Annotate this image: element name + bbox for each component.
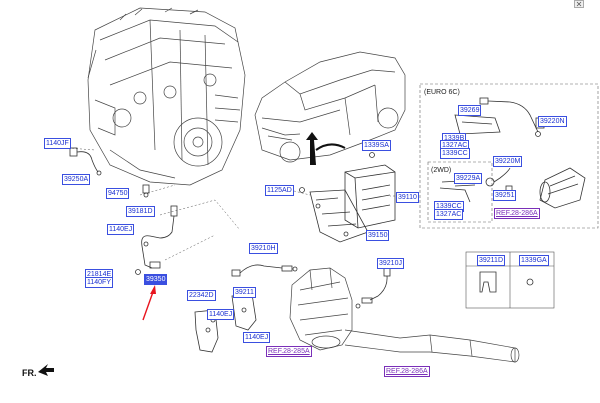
callout-39110[interactable]: 39110	[396, 192, 419, 203]
callout-1327ac-b[interactable]: 1327AC	[434, 209, 464, 220]
heading-euro6c: (EURO 6C)	[424, 89, 460, 96]
bolt-1339ga-thumbnail	[526, 278, 534, 286]
ref-28-286a-euro[interactable]: REF.28-286A	[494, 208, 540, 219]
sensor-39181d-cable	[135, 205, 178, 275]
callout-39350[interactable]: 39350	[144, 274, 168, 285]
callout-39150[interactable]: 39150	[366, 230, 390, 241]
callout-39251[interactable]: 39251	[493, 190, 517, 201]
callout-39250a[interactable]: 39250A	[62, 174, 91, 185]
leader-lines	[67, 147, 395, 261]
callout-1140ej-b[interactable]: 1140EJ	[207, 309, 235, 320]
callout-39181d[interactable]: 39181D	[126, 206, 155, 217]
location-arrow-curve	[315, 143, 346, 151]
oxygen-sensor-39210j	[355, 267, 391, 309]
callout-1140jf[interactable]: 1140JF	[44, 138, 71, 149]
bolt-1125ad	[299, 187, 305, 193]
callout-39229a[interactable]: 39229A	[454, 173, 483, 184]
callout-1125ad[interactable]: 1125AD	[265, 185, 294, 196]
callout-39210j[interactable]: 39210J	[377, 258, 404, 269]
callout-1140fy[interactable]: 1140FY	[85, 277, 113, 288]
callout-39220m[interactable]: 39220M	[493, 156, 523, 167]
callout-39269[interactable]: 39269	[458, 105, 482, 116]
front-arrow-icon	[38, 364, 54, 376]
callout-22342d[interactable]: 22342D	[187, 290, 216, 301]
callout-39211d[interactable]: 39211D	[477, 255, 506, 266]
oxygen-sensor-39210h	[231, 264, 298, 277]
bracket-39211d-thumbnail	[479, 271, 497, 293]
vehicle-illustration	[254, 51, 406, 163]
ref-28-286a[interactable]: REF.28-286A	[384, 366, 430, 377]
twowd-inset-frame	[427, 161, 493, 223]
ecu-bracket-39150	[309, 189, 369, 243]
euro6c-inset-frame	[419, 83, 599, 229]
callout-39211[interactable]: 39211	[233, 287, 256, 298]
callout-1140ej-c[interactable]: 1140EJ	[243, 332, 271, 343]
heading-2wd: (2WD)	[431, 167, 452, 174]
bolt-1339sa	[369, 152, 375, 158]
catalytic-converter-euro	[539, 167, 586, 209]
ref-28-285a[interactable]: REF.28-285A	[266, 346, 312, 357]
callout-1339ga[interactable]: 1339GA	[519, 255, 549, 266]
callout-1339sa[interactable]: 1339SA	[362, 140, 391, 151]
reference-table	[465, 251, 555, 309]
red-pointer-arrow	[142, 285, 156, 321]
catalytic-converter-main	[289, 267, 353, 351]
front-direction-label: FR.	[22, 368, 37, 378]
callout-39220n[interactable]: 39220N	[538, 116, 567, 127]
exhaust-pipe	[344, 329, 520, 363]
callout-1140ej-a[interactable]: 1140EJ	[107, 224, 135, 235]
location-arrow	[306, 132, 318, 165]
engine-illustration	[87, 7, 246, 186]
callout-1339cc-a[interactable]: 1339CC	[440, 148, 470, 159]
zoom-icon[interactable]	[574, 0, 594, 8]
ecu-39110	[344, 164, 396, 229]
sensor-94750	[142, 184, 150, 198]
callout-94750[interactable]: 94750	[106, 188, 130, 199]
callout-39210h[interactable]: 39210H	[249, 243, 278, 254]
